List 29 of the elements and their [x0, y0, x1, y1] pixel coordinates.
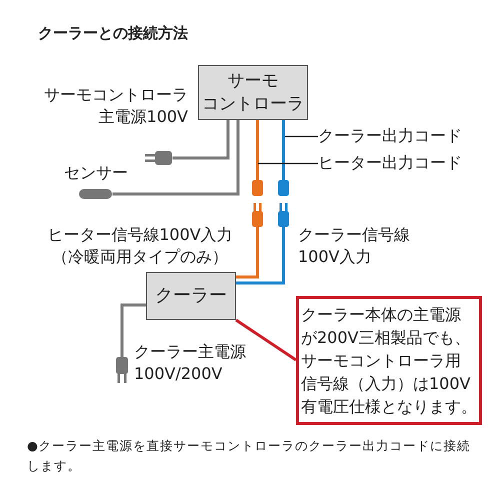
footnote: ●クーラー主電源を直接サーモコントローラのクーラー出力コードに接続します。: [27, 437, 472, 475]
cable: [120, 304, 146, 357]
cable: [236, 227, 285, 284]
note-box: クーラー本体の主電源が200V三相製品でも、サーモコントローラ用信号線（入力）は100V有電圧仕様となります。: [296, 296, 482, 425]
leader-line: [285, 136, 318, 138]
sensor-icon: [79, 189, 112, 199]
cooler-box: クーラー: [146, 272, 236, 320]
cable-label: クーラー出力コード: [318, 126, 462, 147]
leader-line: [258, 162, 318, 164]
controller-box: サーモコントローラ: [198, 65, 308, 120]
plug-label: サーモコントローラ主電源100V: [43, 84, 188, 128]
socket-icon: [278, 180, 289, 196]
cable: [256, 120, 259, 182]
cable-label: ヒーター出力コード: [318, 153, 462, 174]
callout-line: [235, 318, 297, 362]
socket-icon: [252, 180, 263, 196]
cable: [172, 120, 230, 160]
cable: [112, 120, 240, 196]
cable: [236, 227, 259, 278]
plug-icon: [145, 151, 172, 165]
plug-label: クーラー信号線100V入力: [298, 224, 411, 268]
plug-label: ヒーター信号線100V入力（冷暖両用タイプのみ）: [46, 224, 234, 268]
title: クーラーとの接続方法: [38, 24, 188, 43]
plug-icon: [278, 203, 289, 227]
cable: [282, 120, 285, 182]
plug-icon: [252, 203, 263, 227]
plug-icon: [116, 357, 128, 383]
plug-label: センサー: [64, 162, 129, 184]
plug-label: クーラー主電源100V/200V: [134, 341, 247, 385]
